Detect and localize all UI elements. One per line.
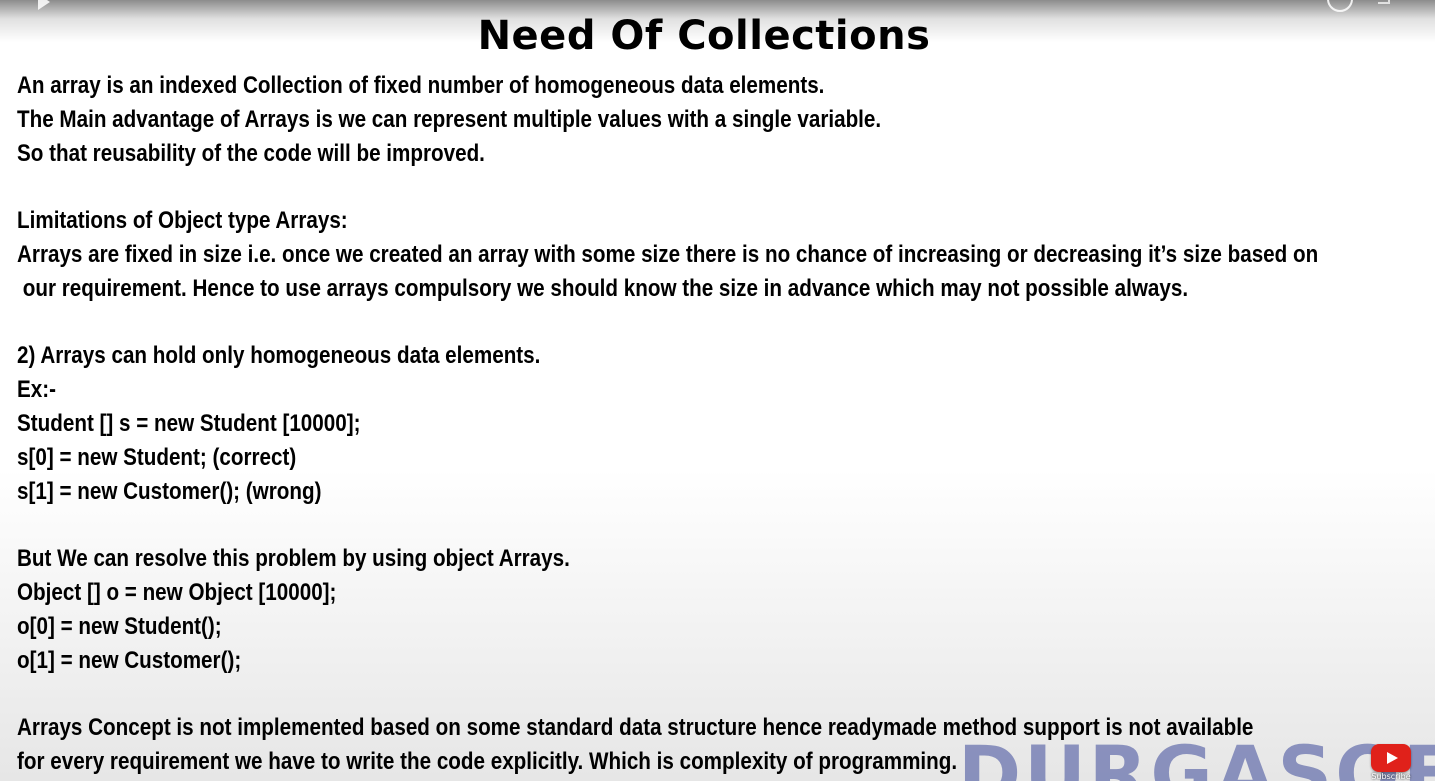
subscribe-button[interactable]: Subscribe (1370, 742, 1412, 781)
slide-line-1: An array is an indexed Collection of fix… (17, 72, 825, 99)
share-icon[interactable] (1378, 0, 1390, 4)
slide-line-13: Object [] o = new Object [10000]; (17, 579, 337, 606)
play-icon[interactable] (38, 0, 50, 10)
clock-icon[interactable] (1327, 0, 1353, 12)
watermark-logo: DURGASOFT (958, 729, 1435, 781)
slide-line-10: s[0] = new Student; (correct) (17, 444, 297, 471)
slide-line-8: Ex:- (17, 376, 56, 403)
slide-line-15: o[1] = new Customer(); (17, 647, 242, 674)
play-icon (1387, 752, 1398, 764)
slide-line-2: The Main advantage of Arrays is we can r… (17, 106, 882, 133)
slide-line-4: Limitations of Object type Arrays: (17, 207, 348, 234)
slide-line-6: our requirement. Hence to use arrays com… (17, 275, 1189, 302)
slide-line-3: So that reusability of the code will be … (17, 140, 485, 167)
slide-line-14: o[0] = new Student(); (17, 613, 222, 640)
slide-line-5: Arrays are fixed in size i.e. once we cr… (17, 241, 1319, 268)
subscribe-label: Subscribe (1371, 772, 1411, 781)
slide-line-16: Arrays Concept is not implemented based … (17, 714, 1254, 741)
slide-line-7: 2) Arrays can hold only homogeneous data… (17, 342, 541, 369)
youtube-logo-icon (1371, 744, 1411, 772)
slide-line-12: But We can resolve this problem by using… (17, 545, 570, 572)
slide-line-17: for every requirement we have to write t… (17, 748, 958, 775)
slide-line-9: Student [] s = new Student [10000]; (17, 410, 361, 437)
slide-line-11: s[1] = new Customer(); (wrong) (17, 478, 322, 505)
slide-title: Need Of Collections (477, 13, 931, 59)
